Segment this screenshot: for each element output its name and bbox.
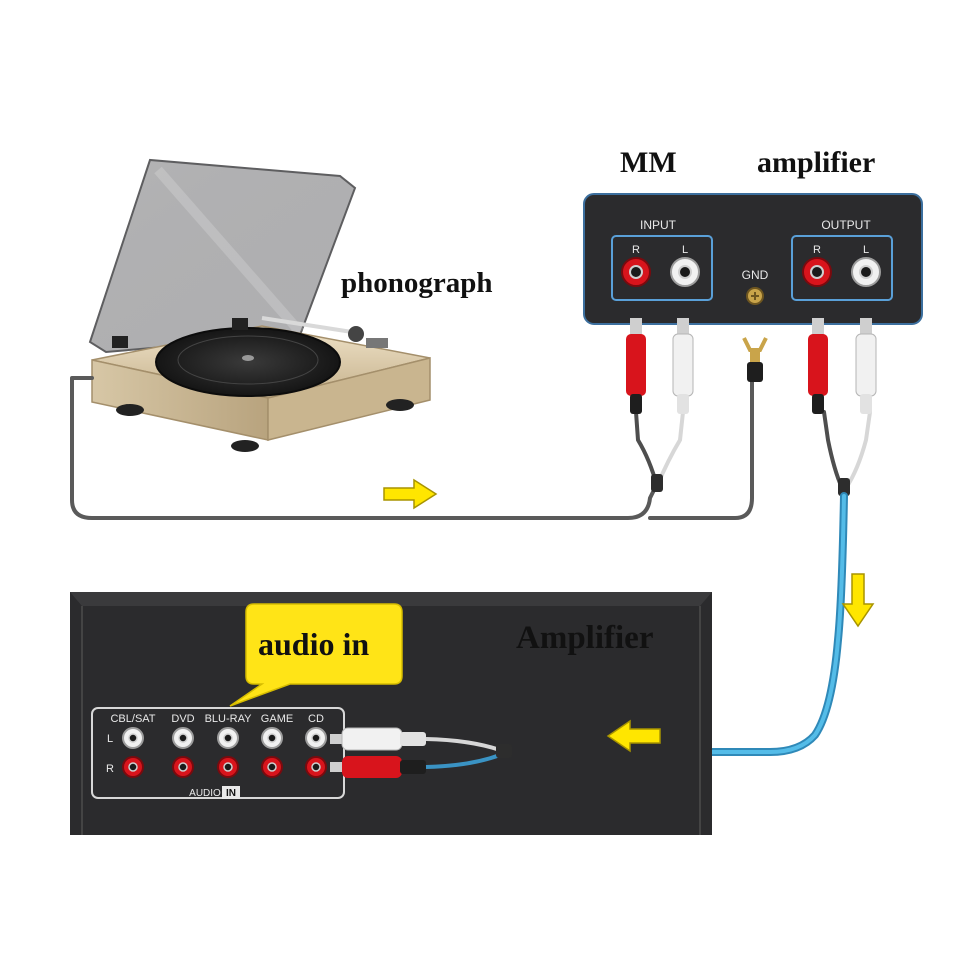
amp-jack-center [267,762,277,772]
arrow-left-icon [606,719,661,753]
rca-plug-output-r [808,318,828,414]
amp-cd-plugs [330,727,512,778]
turntable-platter [155,327,341,397]
amp-row-l-label: L [107,733,113,745]
phono-preamp: INPUT R L GND OUTPUT R L [583,193,923,325]
amp-jack-center [128,733,138,743]
amp-jack-center [178,733,188,743]
label-preamp-mm: MM [620,146,677,179]
amp-row-r-label: R [106,763,114,775]
amp-source-dvd: DVD [171,713,194,725]
rca-plug-input-l [672,318,694,414]
amp-source-game: GAME [261,713,293,725]
label-amplifier: Amplifier [516,620,653,656]
amplifier-receiver: CBL/SAT DVD BLU-RAY GAME CD L R AUDIO IN [70,592,712,835]
preamp-output-frame [791,235,893,301]
audio-in-callout [229,603,403,707]
amp-jack-center [267,733,277,743]
phono-cable [70,376,754,520]
label-phonograph: phonograph [341,267,493,299]
preamp-output-title: OUTPUT [821,218,871,232]
preamp-input-r-label: R [632,244,640,256]
preamp-plugs [626,318,877,414]
turntable-tonearm [261,316,353,334]
output-cable [506,410,872,756]
preamp-input-l-label: L [682,244,688,256]
amp-jack-center [223,762,233,772]
ground-spade-plug [742,337,768,382]
amp-audio-label: AUDIO [189,788,221,799]
amp-source-cbl-sat: CBL/SAT [110,713,155,725]
turntable [88,158,431,452]
amp-in-label: IN [226,788,236,799]
turntable-dust-cover [88,158,357,354]
amp-jack-center [128,762,138,772]
arrow-right-icon [383,478,438,510]
amp-source-blu-ray: BLU-RAY [205,713,253,725]
amp-jack-center [311,762,321,772]
preamp-input-frame [611,235,713,301]
label-preamp-amplifier: amplifier [757,146,875,179]
amp-audio-in-block [91,707,345,799]
rca-plug-output-l [855,318,877,414]
arrow-down-icon [841,573,875,628]
amp-source-cd: CD [308,713,324,725]
preamp-panel [583,193,923,325]
preamp-output-l-label: L [863,244,869,256]
label-audio-in: audio in [258,626,369,662]
preamp-gnd-label: GND [742,268,769,282]
amp-jack-center [311,733,321,743]
amp-jack-center [178,762,188,772]
preamp-input-title: INPUT [640,218,677,232]
preamp-output-r-label: R [813,244,821,256]
amp-jacks [122,727,327,778]
amp-jack-center [223,733,233,743]
rca-plug-input-r [626,318,646,414]
